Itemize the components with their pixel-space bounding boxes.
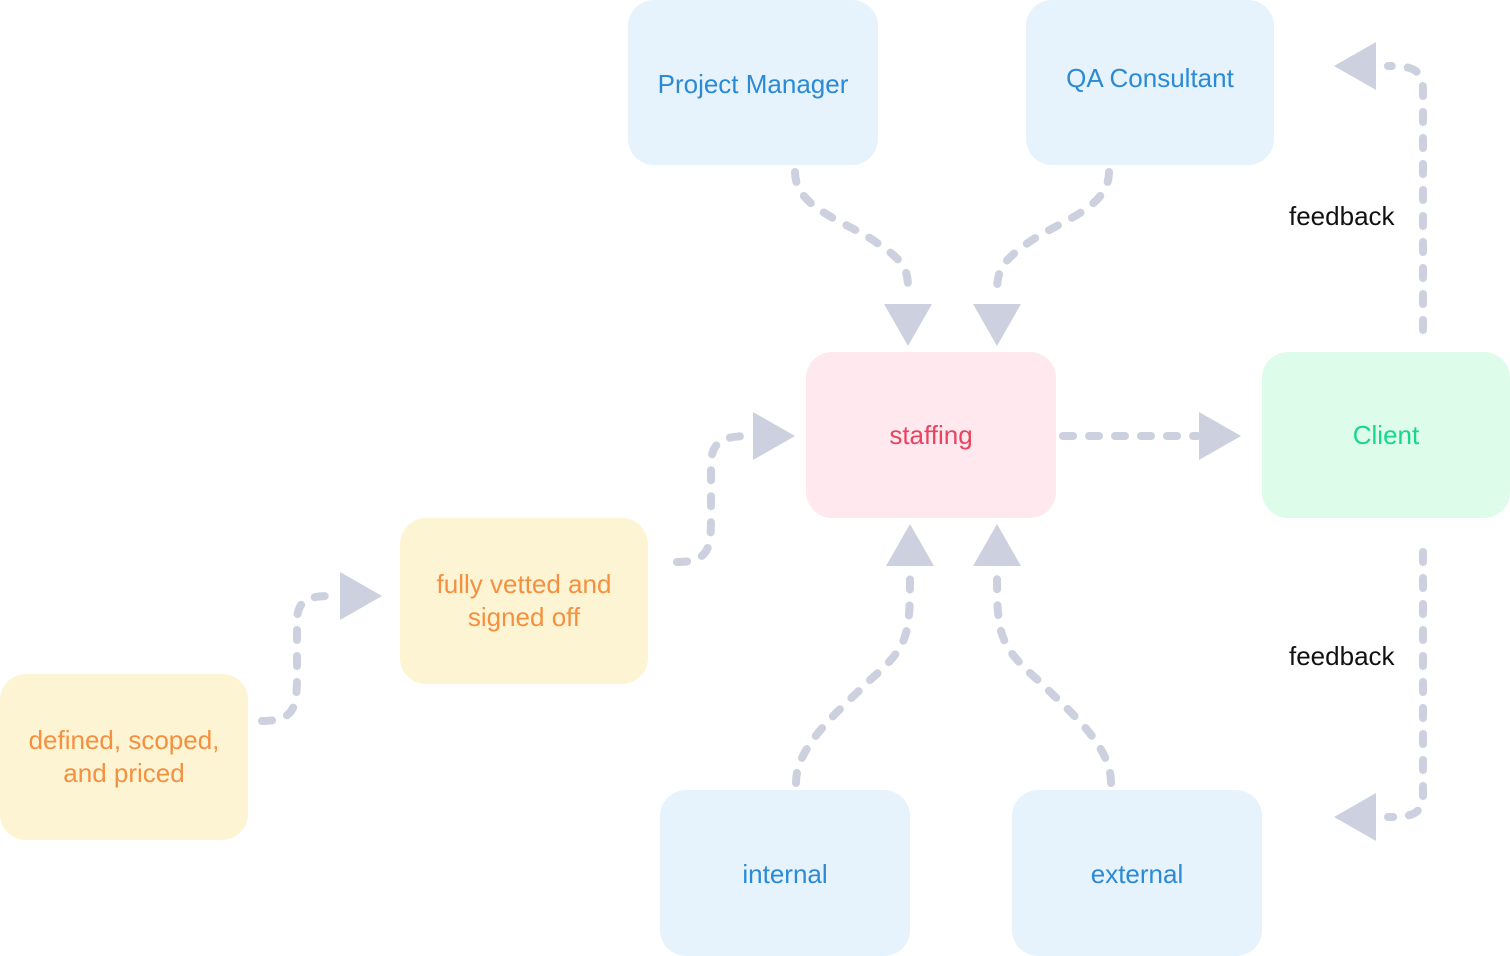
arrowhead-qa-to-staffing	[973, 304, 1021, 346]
node-staffing-label: staffing	[889, 419, 973, 450]
node-project-manager: Project Manager	[628, 0, 878, 165]
arrowhead-feedback-bottom	[1334, 793, 1376, 841]
arrowhead-staffing-to-client	[1199, 412, 1241, 460]
node-staffing: staffing	[806, 352, 1056, 518]
connector-internal-to-staffing	[792, 566, 914, 787]
node-internal-label: internal	[742, 858, 828, 889]
node-client: Client	[1262, 352, 1510, 518]
connector-client-feedback-top	[1384, 62, 1427, 334]
node-client-label: Client	[1352, 419, 1420, 450]
node-fully-vetted-label: fully vetted and signed off	[436, 569, 612, 632]
node-internal: internal	[660, 790, 910, 956]
node-qa-consultant-label: QA Consultant	[1066, 63, 1234, 93]
node-defined-scoped-priced-label: defined, scoped, and priced	[28, 725, 220, 788]
connector-client-feedback-bottom	[1384, 548, 1427, 821]
connector-external-to-staffing	[993, 566, 1115, 787]
arrowhead-pm-to-staffing	[884, 304, 932, 346]
node-qa-consultant: QA Consultant	[1026, 0, 1274, 165]
arrowhead-internal-to-staffing	[886, 524, 934, 566]
arrowhead-vetted-to-staffing	[753, 412, 795, 460]
node-project-manager-label: Project Manager	[657, 69, 849, 99]
edge-label-feedback-top: feedback	[1289, 201, 1395, 231]
connector-defined-to-vetted	[258, 592, 338, 725]
connector-pm-to-staffing	[791, 168, 913, 302]
connector-vetted-to-staffing	[673, 432, 754, 566]
arrowhead-external-to-staffing	[973, 524, 1021, 566]
connector-qa-to-staffing	[993, 168, 1113, 302]
node-external: external	[1012, 790, 1262, 956]
node-defined-scoped-priced: defined, scoped, and priced	[0, 674, 248, 840]
node-fully-vetted: fully vetted and signed off	[400, 518, 648, 684]
arrowhead-defined-to-vetted	[340, 572, 382, 620]
edge-label-feedback-bottom: feedback	[1289, 641, 1395, 671]
arrowhead-feedback-top	[1334, 42, 1376, 90]
node-external-label: external	[1090, 858, 1184, 889]
